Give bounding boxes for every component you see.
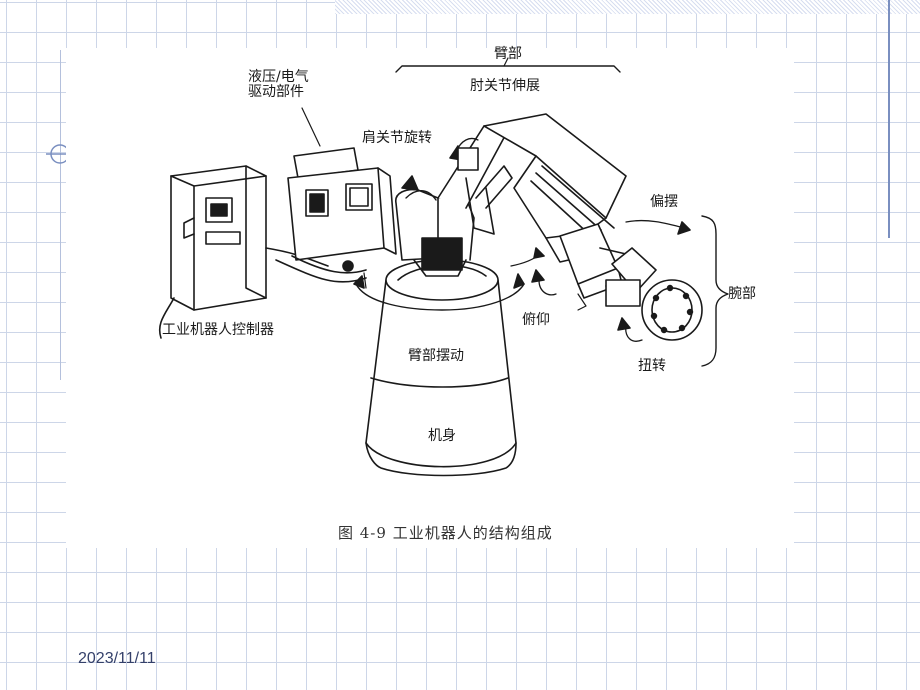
right-accent-rule xyxy=(888,0,890,238)
label-yaw: 偏摆 xyxy=(650,194,678,210)
label-arm-swing: 臂部摆动 xyxy=(408,348,464,364)
label-controller: 工业机器人控制器 xyxy=(162,322,274,338)
controller-cabinet xyxy=(158,165,329,339)
drive-unit xyxy=(275,147,397,283)
label-elbow-extension: 肘关节伸展 xyxy=(470,78,540,94)
label-back: 臂部 xyxy=(494,46,522,62)
label-pitch: 俯仰 xyxy=(522,312,550,328)
robot-arm xyxy=(437,113,627,263)
label-roll: 扭转 xyxy=(638,358,666,374)
label-wrist: 腕部 xyxy=(728,286,756,302)
robot-illustration xyxy=(158,57,729,477)
figure-caption: 图 4-9 工业机器人的结构组成 xyxy=(338,524,553,542)
robot-wrist xyxy=(531,219,703,342)
label-body: 机身 xyxy=(428,428,456,444)
robot-base xyxy=(353,247,545,477)
shoulder-assembly xyxy=(395,175,475,277)
label-hydraulic-drive: 液压/电气 驱动部件 xyxy=(248,69,309,101)
left-accent-rule xyxy=(60,50,61,380)
robot-structure-figure: 液压/电气 驱动部件 臂部 肘关节伸展 肩关节旋转 偏摆 腕部 俯仰 扭转 工业… xyxy=(66,46,794,548)
footer-date: 2023/11/11 xyxy=(78,650,156,667)
label-shoulder-rotation: 肩关节旋转 xyxy=(362,130,432,146)
top-decorative-band xyxy=(335,0,920,14)
